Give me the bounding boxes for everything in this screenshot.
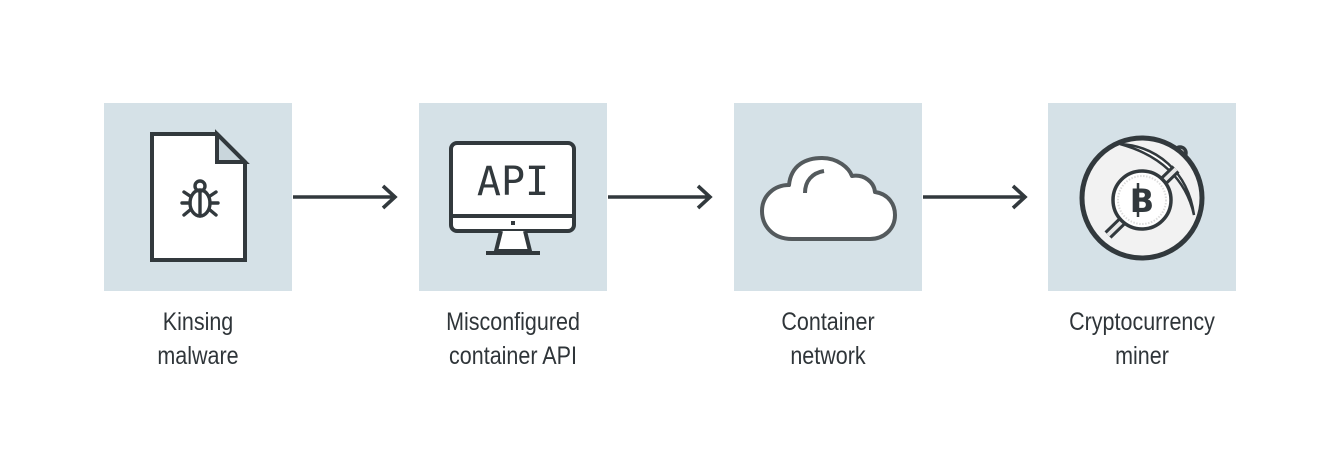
api-text: API — [477, 159, 549, 205]
label-line: miner — [1115, 342, 1169, 370]
monitor-api-icon: API — [449, 141, 576, 255]
label-line: Container — [781, 308, 875, 336]
label-line: Cryptocurrency — [1069, 308, 1215, 336]
step-label-cryptocurrency-miner: Cryptocurrency miner — [1030, 305, 1254, 373]
label-line: Kinsing — [162, 308, 234, 336]
step-cryptocurrency-miner: B — [1048, 103, 1236, 291]
arrow-right-icon — [293, 184, 398, 210]
step-label-container-network: Container network — [716, 305, 940, 373]
step-label-kinsing-malware: Kinsing malware — [86, 305, 310, 373]
label-line: malware — [157, 342, 239, 370]
step-container-network — [734, 103, 922, 291]
bug-icon — [180, 179, 220, 218]
arrow-right-icon — [923, 184, 1028, 210]
bitcoin-symbol: B — [1130, 182, 1154, 220]
bitcoin-mining-pickaxe-icon: B — [1079, 135, 1205, 261]
step-misconfigured-container-api: API — [419, 103, 607, 291]
step-label-misconfigured-container-api: Misconfigured container API — [401, 305, 625, 373]
arrow-right-icon — [608, 184, 713, 210]
cloud-icon — [760, 156, 897, 241]
label-line: network — [790, 342, 866, 370]
malware-file-bug-icon — [150, 129, 250, 262]
label-line: Misconfigured — [446, 308, 580, 336]
label-line: container API — [449, 342, 577, 370]
step-kinsing-malware — [104, 103, 292, 291]
